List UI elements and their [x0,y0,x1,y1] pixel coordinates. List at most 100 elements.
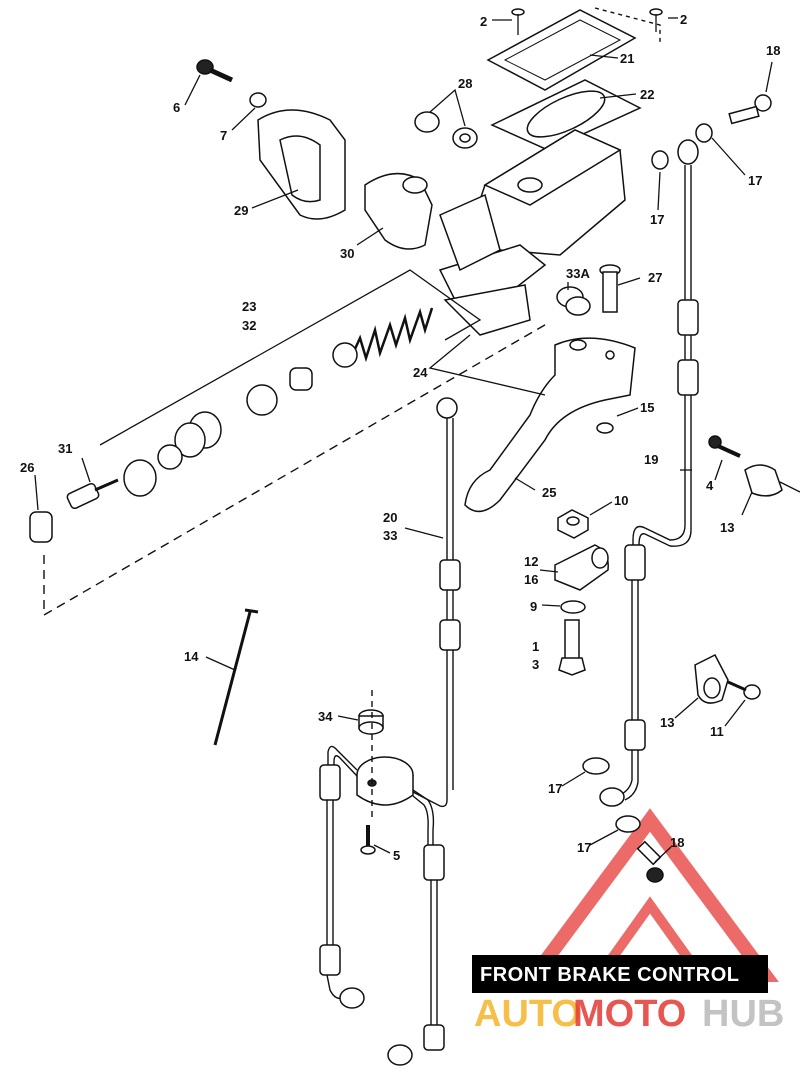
brake-lever-25 [464,337,636,513]
callout-10: 10 [614,493,628,508]
pivot-pin-27 [599,264,621,313]
clamp-half-30 [364,172,433,250]
watermark-logo [521,808,779,982]
lower-hose-left [319,745,365,1009]
washer-17-body [651,150,669,170]
callout-9: 9 [530,599,537,614]
callout-1: 1 [532,639,539,654]
screw-5 [360,825,376,855]
diagram-title: FRONT BRAKE CONTROL [480,964,739,986]
title-banner: FRONT BRAKE CONTROL [472,955,768,993]
reservoir-cover-assembly [486,7,663,151]
piston-centerline [43,321,551,617]
callout-27: 27 [648,270,662,285]
callout-16: 16 [524,572,538,587]
clamp-13-lower [694,653,729,704]
callout-24: 24 [413,365,428,380]
callout-17-body: 17 [650,212,664,227]
clamp-13-upper [744,464,800,497]
callout-22: 22 [640,87,654,102]
cylinder-bracket [438,244,547,301]
washer-17-top-right [695,123,713,143]
callout-31: 31 [58,441,72,456]
piston [123,411,222,497]
clamp-12-16 [554,544,609,591]
callout-23: 23 [242,299,256,314]
brake-hose-20-33 [436,397,461,790]
cover-plate-21-inner [503,19,622,81]
cylinder-lower-ear [443,284,531,336]
master-cylinder-body [438,129,626,336]
watermark-text: AUTO MOTO HUB [474,993,784,1035]
hose-20-to-junction [412,790,448,808]
callout-14: 14 [184,649,199,664]
bolt-4 [708,435,741,458]
title-background [472,955,768,993]
callout-labels: 2 2 21 22 18 6 7 28 17 17 29 30 33A 27 2… [20,12,780,863]
callout-30: 30 [340,246,354,261]
callout-18-top: 18 [766,43,780,58]
callout-6: 6 [173,100,180,115]
callout-17-lower-a: 17 [548,781,562,796]
pushrod-31 [66,478,119,510]
callout-11: 11 [710,724,724,739]
banjo-bolt-18-lower [636,840,664,883]
callout-17-top-right: 17 [748,173,762,188]
callout-17-lower-b: 17 [577,840,591,855]
screw-11 [727,680,761,700]
callout-26: 26 [20,460,34,475]
callout-13-upper: 13 [720,520,734,535]
handlebar-clamp-29 [257,109,346,220]
nut-10 [557,509,589,539]
watermark-hub: HUB [702,993,784,1035]
screw-alignment-line [594,7,661,45]
pivot-bushing-33A [556,286,591,316]
cable-tie-14 [213,608,259,746]
cover-screw-left [511,8,525,35]
reservoir-plugs-28 [414,111,478,149]
callout-15: 15 [640,400,654,415]
spacer-34 [358,709,384,735]
callout-2-left: 2 [480,14,487,29]
callout-28: 28 [458,76,472,91]
callout-4: 4 [706,478,714,493]
clip-15 [596,422,614,434]
watermark-auto: AUTO [474,993,581,1035]
cylinder-clamp-face [439,193,501,272]
banjo-bolt-18-top [728,94,772,125]
callout-18-lower: 18 [670,835,684,850]
washer-9 [560,600,586,614]
washer-7 [249,92,267,108]
callout-33: 33 [383,528,397,543]
callout-25: 25 [542,485,556,500]
washer-17-lower-a [582,757,610,775]
callout-20: 20 [383,510,397,525]
clamp-screw-6 [196,59,234,83]
junction-block [356,756,414,806]
brake-hose-19 [599,139,699,807]
reservoir-port [517,177,543,193]
washer-17-lower-b [615,815,641,833]
callout-29: 29 [234,203,248,218]
leader-lines [34,17,773,863]
callout-7: 7 [220,128,227,143]
boot-26 [29,511,53,543]
cover-screw-right [649,8,663,32]
callout-2-right: 2 [680,12,687,27]
piston-spring [332,307,434,368]
callout-21: 21 [620,51,634,66]
bolt-1-3 [558,619,586,676]
callout-5: 5 [393,848,400,863]
callout-19: 19 [644,452,658,467]
lower-hose-right [387,789,445,1066]
callout-32: 32 [242,318,256,333]
gasket-22-inner [526,90,606,138]
watermark-moto: MOTO [573,993,686,1035]
callout-13-lower: 13 [660,715,674,730]
callout-12: 12 [524,554,538,569]
callout-34: 34 [318,709,333,724]
bracket-23-32 [99,269,482,446]
callout-3: 3 [532,657,539,672]
piston-cup [246,367,313,416]
